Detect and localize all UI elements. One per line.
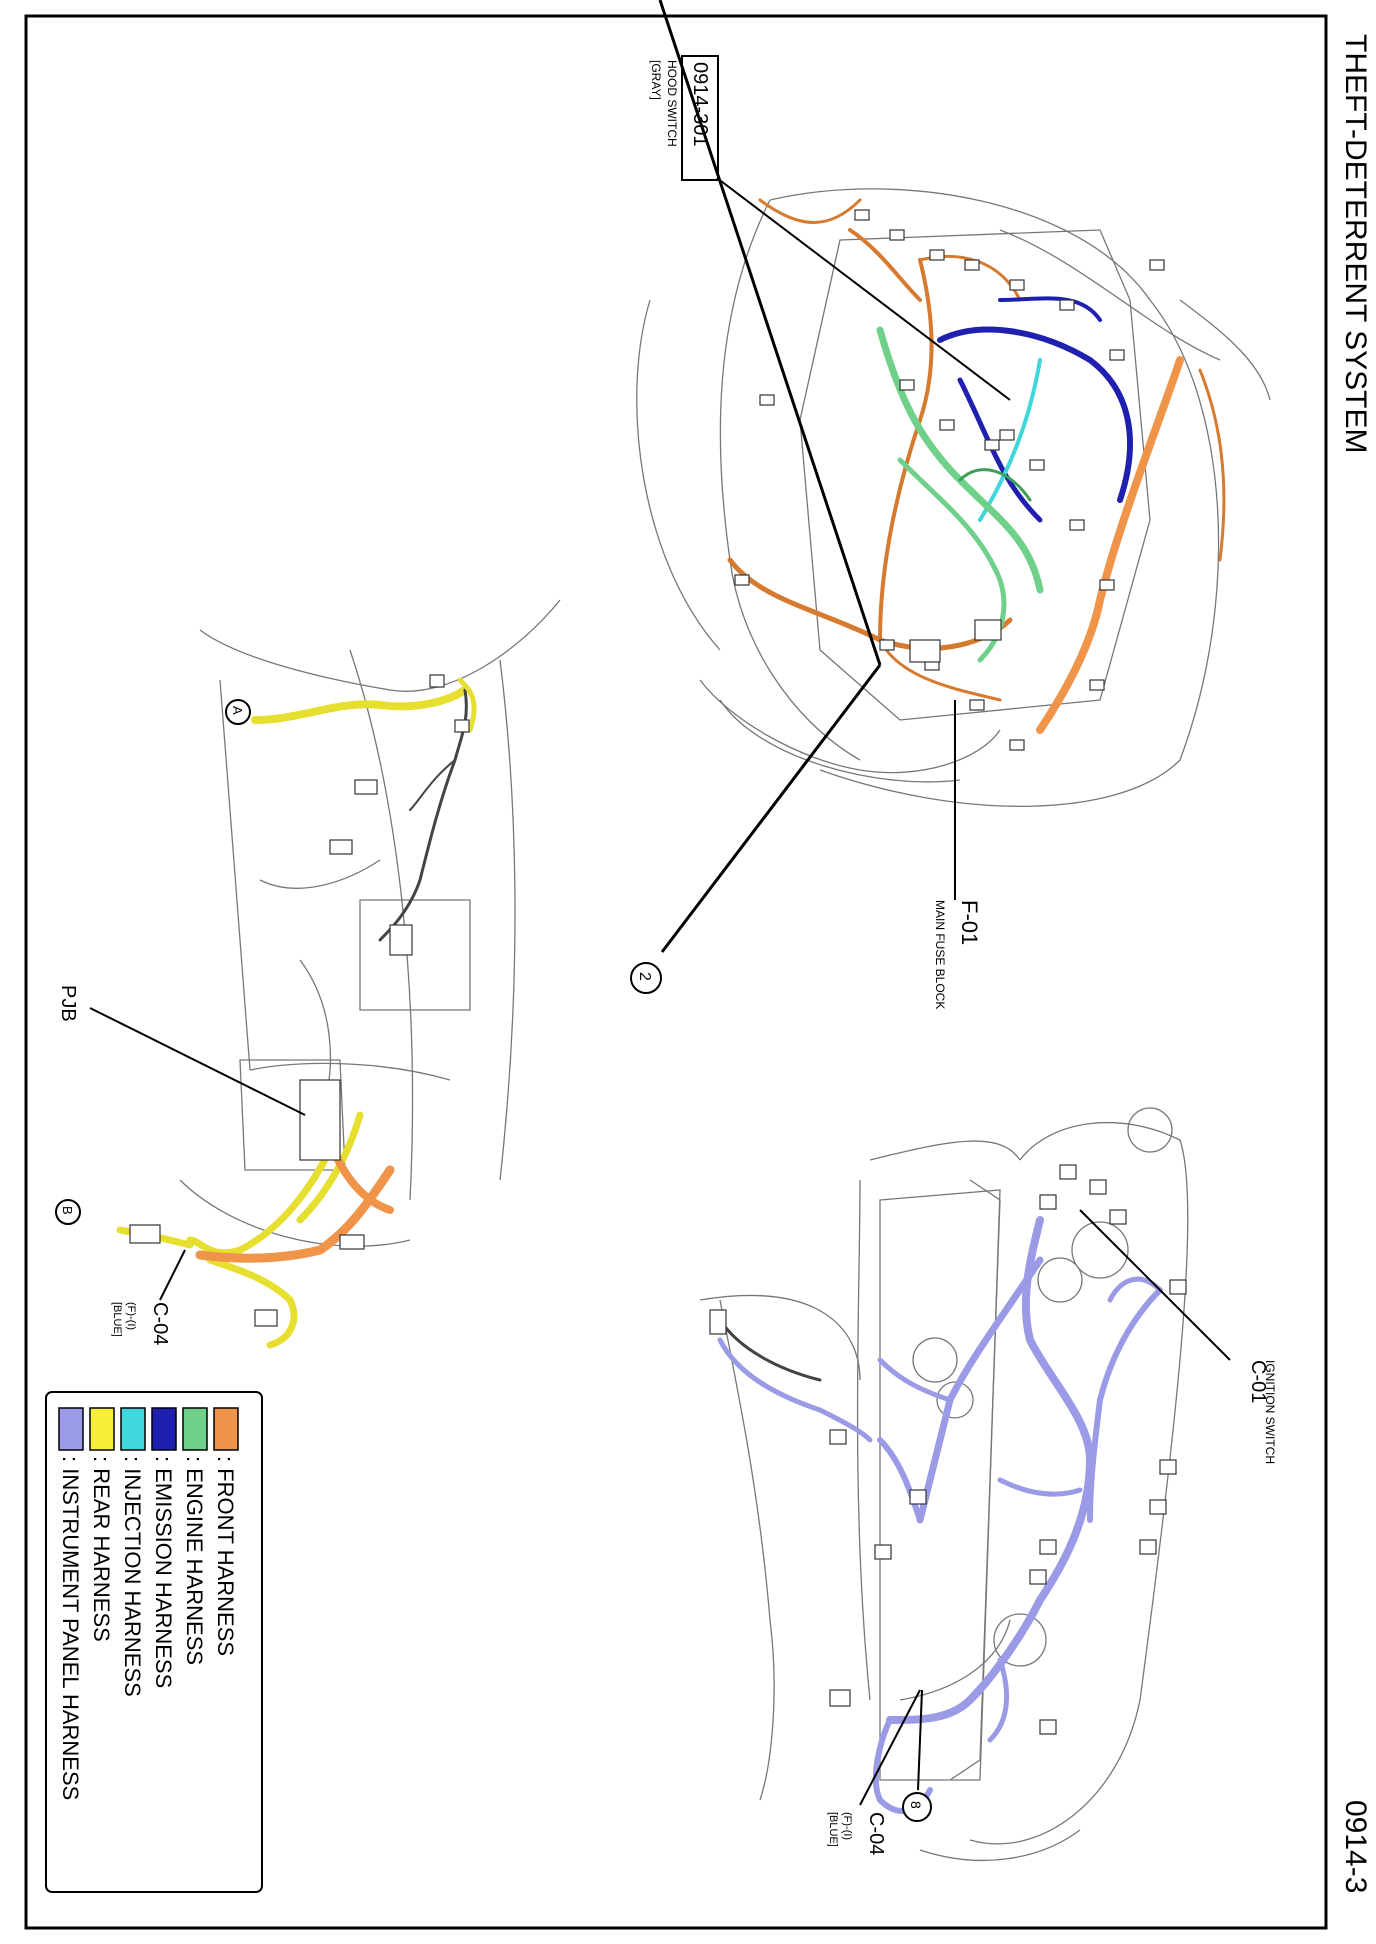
ip-connectors [709, 1164, 1187, 1735]
legend-label-4: : REAR HARNESS [89, 1456, 114, 1642]
hood-switch-code: 0914-301 [689, 62, 711, 147]
hood-switch-leader [716, 177, 1011, 401]
engine-connectors [734, 209, 1165, 751]
ignition-switch-callout: IGNITION SWITCH C-01 [1079, 1209, 1277, 1464]
page-number: 0914-3 [1339, 1800, 1372, 1893]
c04-ip-line2: [BLUE] [827, 1812, 839, 1847]
hood-switch-name: HOOD SWITCH [665, 60, 679, 147]
marker-b: B [55, 1199, 81, 1225]
marker-8 [902, 1792, 932, 1822]
legend-swatch-1 [182, 1407, 208, 1451]
c04-rear-callout: C-04 (F)-(I) [BLUE] [111, 1249, 186, 1345]
legend-label-0: : FRONT HARNESS [213, 1456, 238, 1656]
rear-harness-wires [116, 677, 477, 1349]
c04-ip-callout: 8 C-04 (F)-(I) [BLUE] [827, 1689, 932, 1855]
pjb-label: PJB [57, 985, 79, 1022]
legend-box [45, 1391, 263, 1893]
pjb-callout: PJB [57, 985, 306, 1116]
main-fuse-code: F-01 [957, 900, 982, 945]
legend-label-3: : INJECTION HARNESS [120, 1456, 145, 1697]
rear-connectors [129, 674, 470, 1327]
marker-b-label: B [60, 1206, 75, 1215]
c04-rear-line2: [BLUE] [111, 1302, 123, 1337]
legend-label-1: : ENGINE HARNESS [182, 1456, 207, 1665]
legend-swatch-3 [120, 1407, 146, 1451]
marker-2-label: 2 [636, 972, 653, 981]
instrument-panel-view [699, 1107, 1189, 1862]
c04-rear-line1: (F)-(I) [125, 1302, 137, 1330]
c04-rear-code: C-04 [149, 1302, 171, 1345]
hood-switch-color: [GRAY] [649, 60, 663, 100]
legend-label-5: : INSTRUMENT PANEL HARNESS [58, 1456, 83, 1800]
legend-swatch-5 [58, 1407, 84, 1451]
engine-bay-view [636, 188, 1271, 807]
ignition-switch-code: C-01 [1247, 1360, 1269, 1403]
c04-ip-line1: (F)-(I) [841, 1812, 853, 1840]
marker-a: A [225, 699, 251, 725]
rear-compartment-view [179, 599, 561, 1247]
harness-legend: : FRONT HARNESS: ENGINE HARNESS: EMISSIO… [45, 1391, 263, 1893]
legend-swatch-4 [89, 1407, 115, 1451]
ignition-switch-name: IGNITION SWITCH [1263, 1360, 1277, 1464]
page-title: THEFT-DETERRENT SYSTEM [1339, 34, 1372, 453]
legend-label-2: : EMISSION HARNESS [151, 1456, 176, 1688]
c04-ip-code: C-04 [865, 1812, 887, 1855]
main-fuse-name: MAIN FUSE BLOCK [933, 900, 947, 1009]
marker-a-label: A [230, 706, 245, 715]
legend-swatch-2 [151, 1407, 177, 1451]
page-frame [24, 14, 1328, 1930]
ip-harness-wires [717, 1216, 1163, 1814]
main-fuse-block-callout: F-01 MAIN FUSE BLOCK [933, 700, 982, 1009]
hood-switch-callout: 0914-301 HOOD SWITCH [GRAY] [649, 55, 1011, 401]
marker-2: 2 [630, 0, 882, 994]
marker-8-label: 8 [908, 1801, 924, 1809]
legend-swatch-0 [213, 1407, 239, 1451]
